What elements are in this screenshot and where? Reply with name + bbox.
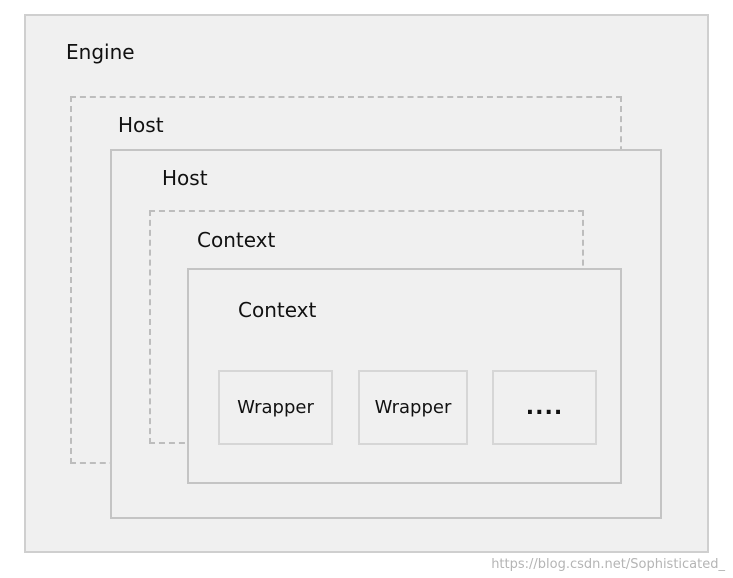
wrapper-label-more: .... xyxy=(525,395,564,420)
wrapper-label-1: Wrapper xyxy=(237,397,314,418)
watermark-text: https://blog.csdn.net/Sophisticated_ xyxy=(491,557,725,572)
host-label-front: Host xyxy=(162,166,208,190)
wrapper-box-1: Wrapper xyxy=(218,370,333,445)
wrapper-label-2: Wrapper xyxy=(374,397,452,418)
host-label-back: Host xyxy=(118,113,164,137)
wrapper-box-2: Wrapper xyxy=(358,370,468,445)
context-label-front: Context xyxy=(238,298,317,322)
wrapper-box-more: .... xyxy=(492,370,597,445)
engine-label: Engine xyxy=(66,40,135,64)
context-label-back: Context xyxy=(197,228,276,252)
